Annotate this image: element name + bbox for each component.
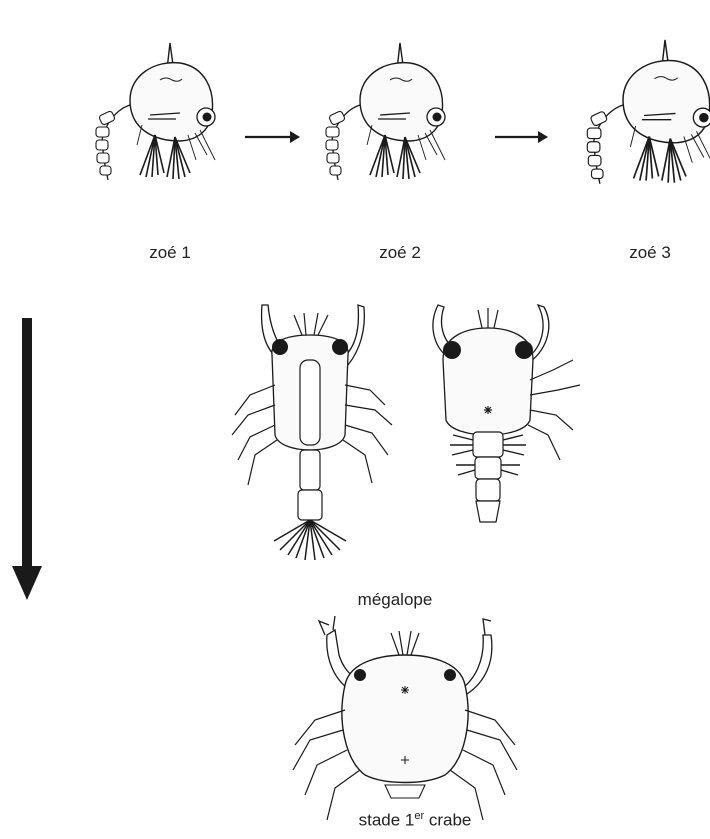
arrow-down-icon bbox=[12, 318, 42, 600]
zoea-3-label: zoé 3 bbox=[600, 243, 700, 263]
first-crab-drawing bbox=[293, 616, 517, 820]
megalopa-dorsal-drawing bbox=[433, 305, 580, 522]
first-crab-label-prefix: stade 1 bbox=[359, 811, 415, 830]
arrow-right-icon bbox=[245, 131, 300, 143]
arrow-right-icon bbox=[495, 131, 548, 143]
megalopa-ventral-drawing bbox=[232, 305, 392, 560]
zoea-3-drawing bbox=[587, 40, 710, 184]
zoea-1-drawing bbox=[96, 43, 215, 180]
zoea-1-label: zoé 1 bbox=[120, 243, 220, 263]
first-crab-label-sup: er bbox=[414, 810, 424, 822]
first-crab-label: stade 1er crabe bbox=[340, 810, 490, 831]
megalopa-label: mégalope bbox=[330, 590, 460, 610]
zoea-2-label: zoé 2 bbox=[350, 243, 450, 263]
zoea-2-drawing bbox=[326, 43, 445, 180]
first-crab-label-suffix: crabe bbox=[424, 811, 471, 830]
